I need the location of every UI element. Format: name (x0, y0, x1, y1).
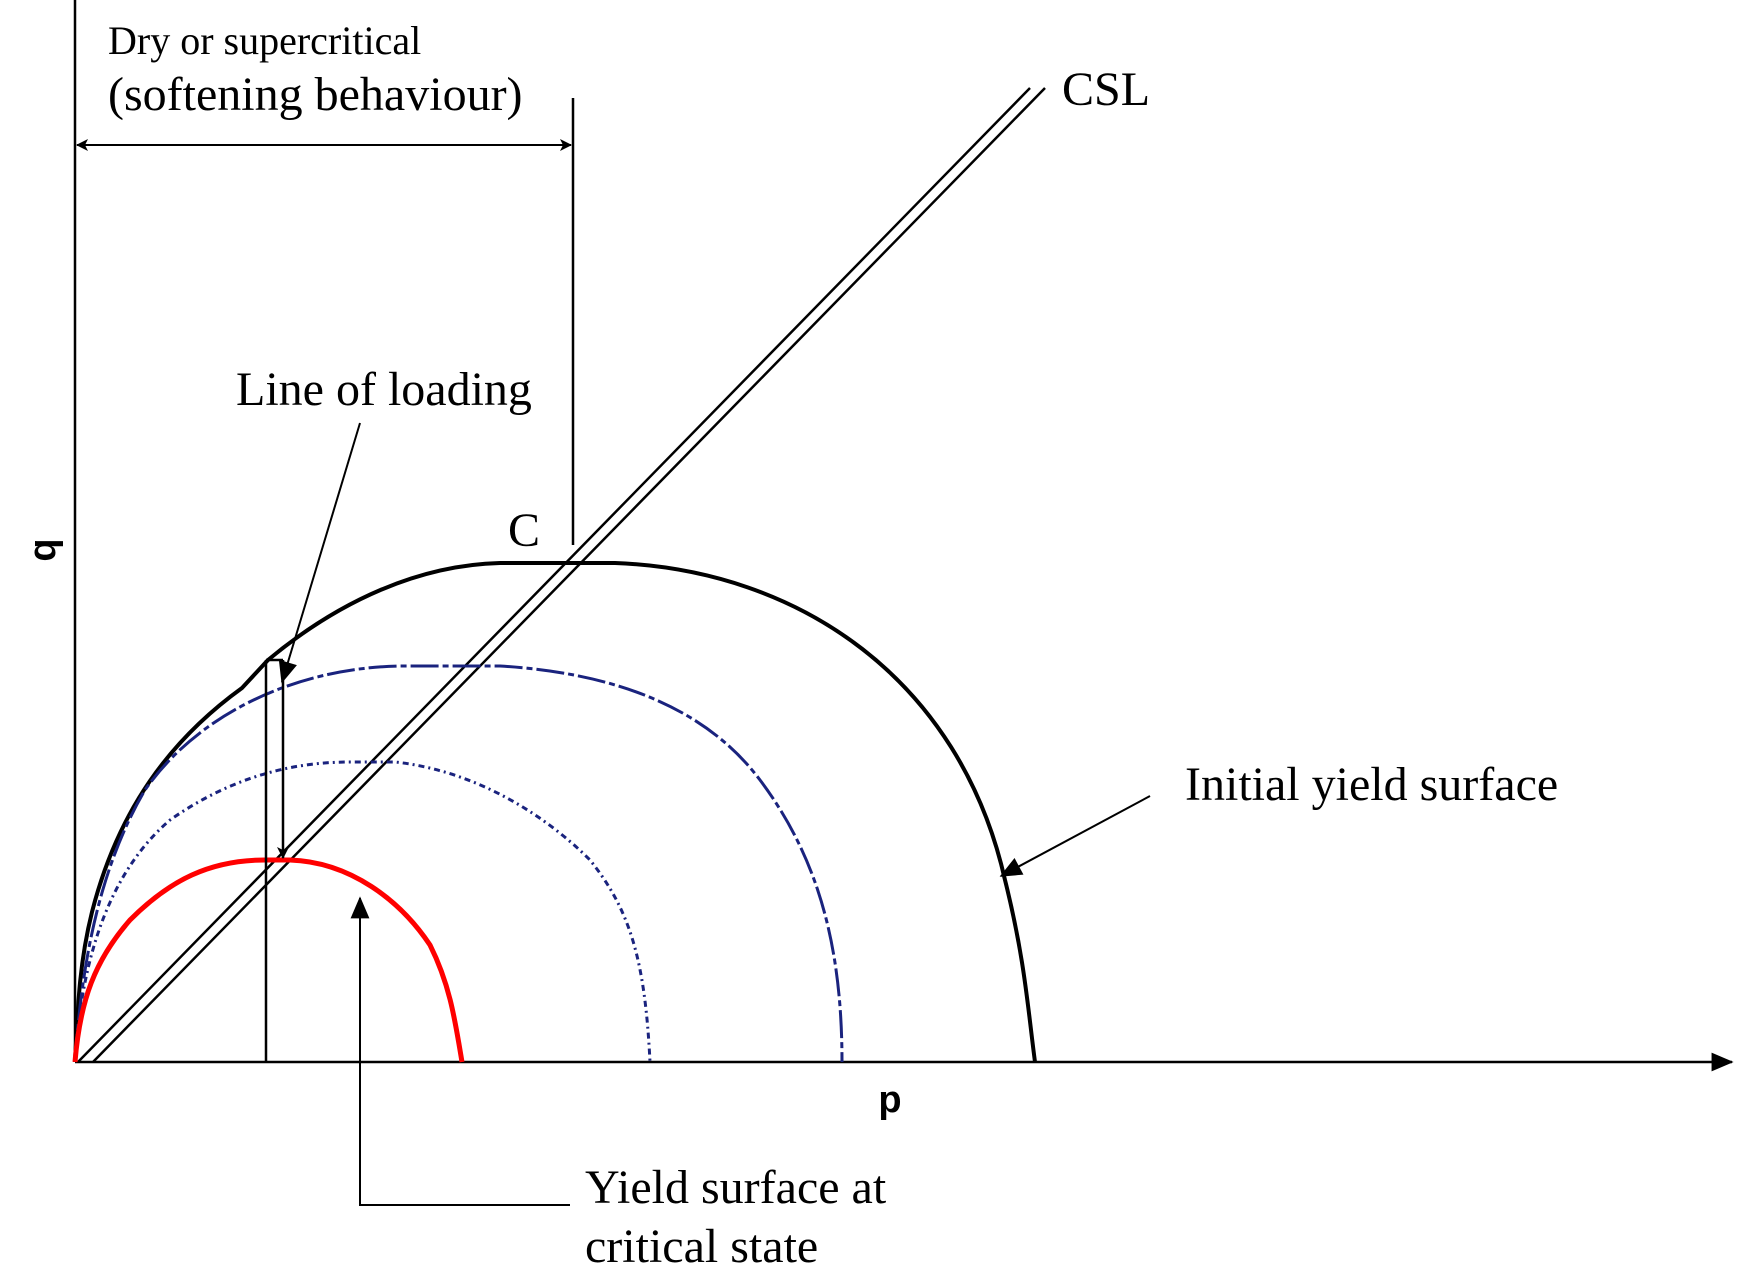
csl-label: CSL (1062, 63, 1150, 116)
initial-yield-surface (73, 561, 1037, 1063)
critical-state-leader (350, 896, 570, 1206)
critical-state-yield-surface (72, 857, 465, 1063)
critical-state-line (77, 87, 1046, 1063)
p-axis-label: p (878, 1079, 901, 1121)
initial-yield-surface-leader (999, 795, 1151, 877)
intermediate-yield-surface-outer (73, 664, 844, 1063)
initial-yield-surface-label: Initial yield surface (1185, 758, 1558, 811)
critical-state-label-2: critical state (585, 1220, 818, 1273)
line-of-loading-leader (278, 422, 361, 684)
softening-region-label-2: (softening behaviour) (108, 68, 523, 121)
point-c-label: C (508, 504, 540, 557)
line-of-loading-label: Line of loading (236, 363, 532, 416)
intermediate-yield-surface-inner (73, 760, 652, 1063)
q-axis-label: q (22, 538, 64, 561)
softening-region-label-1: Dry or supercritical (108, 18, 421, 63)
critical-state-label-1: Yield surface at (585, 1161, 887, 1214)
